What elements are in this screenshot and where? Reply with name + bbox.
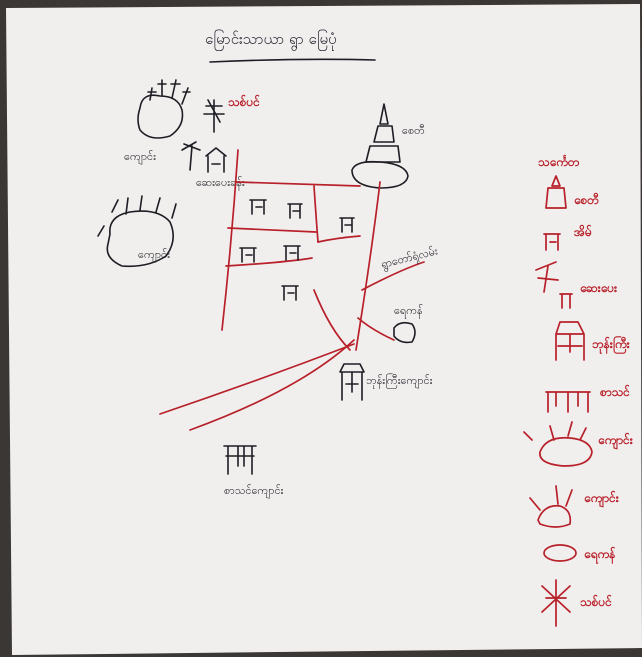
road-main-vertical (355, 181, 381, 351)
monastery-building-icon (339, 363, 365, 401)
clinic: ဆေးပေးခန်း (196, 147, 245, 191)
title-text: မြောင်းသာယာ ရွာ မြေပုံ (205, 29, 337, 51)
legend-item-label: စေတီ (573, 191, 599, 207)
island-trees-icon (97, 195, 177, 237)
rock-shape-icon (137, 94, 184, 139)
legend-item-label: ရေကန် (583, 545, 616, 565)
houses (239, 199, 355, 301)
pagoda-icon (365, 103, 401, 163)
legend-heading: သင်္ကေတ (538, 153, 580, 169)
legend-item-label: ကျောင်း (583, 489, 620, 508)
legend-item-label: သစ်ပင် (580, 593, 612, 609)
road-pond (357, 317, 395, 341)
school-icon (223, 445, 257, 475)
house-icon (287, 203, 303, 219)
road-river (159, 343, 355, 415)
road-north (235, 181, 361, 187)
teashop-label: ဘုန်းကြီးကျောင်း (366, 373, 433, 389)
legend-item-label: ဘုန်းကြီး (592, 334, 631, 355)
title-underline (209, 58, 376, 63)
road-mid-vertical (313, 185, 319, 243)
small-monastery-icon (529, 485, 573, 528)
paper-sheet (6, 4, 642, 655)
teashop-building: ဘုန်းကြီးကျောင်း (339, 363, 433, 401)
clinic-icon (535, 261, 573, 309)
house-icon (283, 245, 301, 261)
monastery-left: ကျောင်း (97, 195, 177, 268)
house-icon (249, 199, 267, 215)
house-icon (543, 233, 561, 251)
house-icon (281, 285, 299, 301)
palm-tree-icon (203, 99, 225, 133)
road-southwest (189, 339, 355, 431)
legend-item-label: အိမ် (574, 223, 592, 239)
road-east-stub (317, 235, 361, 243)
school-label: စာသင်ကျောင်း (224, 484, 284, 499)
clinic-label: ဆေးပေးခန်း (196, 176, 245, 191)
coconut-palm: သစ်ပင် (203, 93, 260, 133)
school-icon (545, 391, 591, 413)
monastery-left-label: ကျောင်း (138, 248, 170, 263)
pagoda-icon (545, 175, 567, 209)
school: စာသင်ကျောင်း (223, 445, 284, 499)
island-shape-icon (106, 210, 174, 268)
pagoda-label: စေတီ (402, 124, 425, 137)
legend: သင်္ကေတ စေတီ အိမ် ဆေးပေး ဘုန်းကြီး စာသင်… (523, 153, 634, 627)
house-icon (339, 217, 355, 233)
road-network (159, 149, 425, 431)
road-middle (227, 227, 317, 233)
coconut-palm-label: သစ်ပင် (228, 93, 260, 109)
pond-label: ရေကန် (394, 304, 423, 319)
road-crossing (225, 257, 313, 267)
monastery-icon (523, 421, 593, 467)
road-west (221, 149, 239, 331)
monastery-top-left-label: ကျောင်း (124, 150, 156, 165)
clinic-icon (205, 147, 227, 173)
pond-icon (543, 544, 577, 562)
pagoda: စေတီ (351, 103, 425, 189)
legend-item-label: ဆေးပေး (579, 281, 618, 295)
house-icon (239, 247, 257, 263)
monastery-building-icon (555, 321, 585, 361)
tree-icon (181, 141, 201, 171)
map-title: မြောင်းသာယာ ရွာ မြေပုံ (205, 29, 376, 63)
legend-item-label: ကျောင်း (597, 431, 634, 450)
pond-icon (393, 321, 416, 344)
tree-icon (541, 579, 571, 627)
village-road (361, 261, 425, 291)
small-trees-icon (147, 79, 191, 105)
pagoda-base-icon (351, 160, 409, 189)
legend-item-label: စာသင် (599, 383, 630, 399)
monastery-top-left: ကျောင်း (124, 79, 191, 165)
pond: ရေကန် (393, 304, 423, 344)
